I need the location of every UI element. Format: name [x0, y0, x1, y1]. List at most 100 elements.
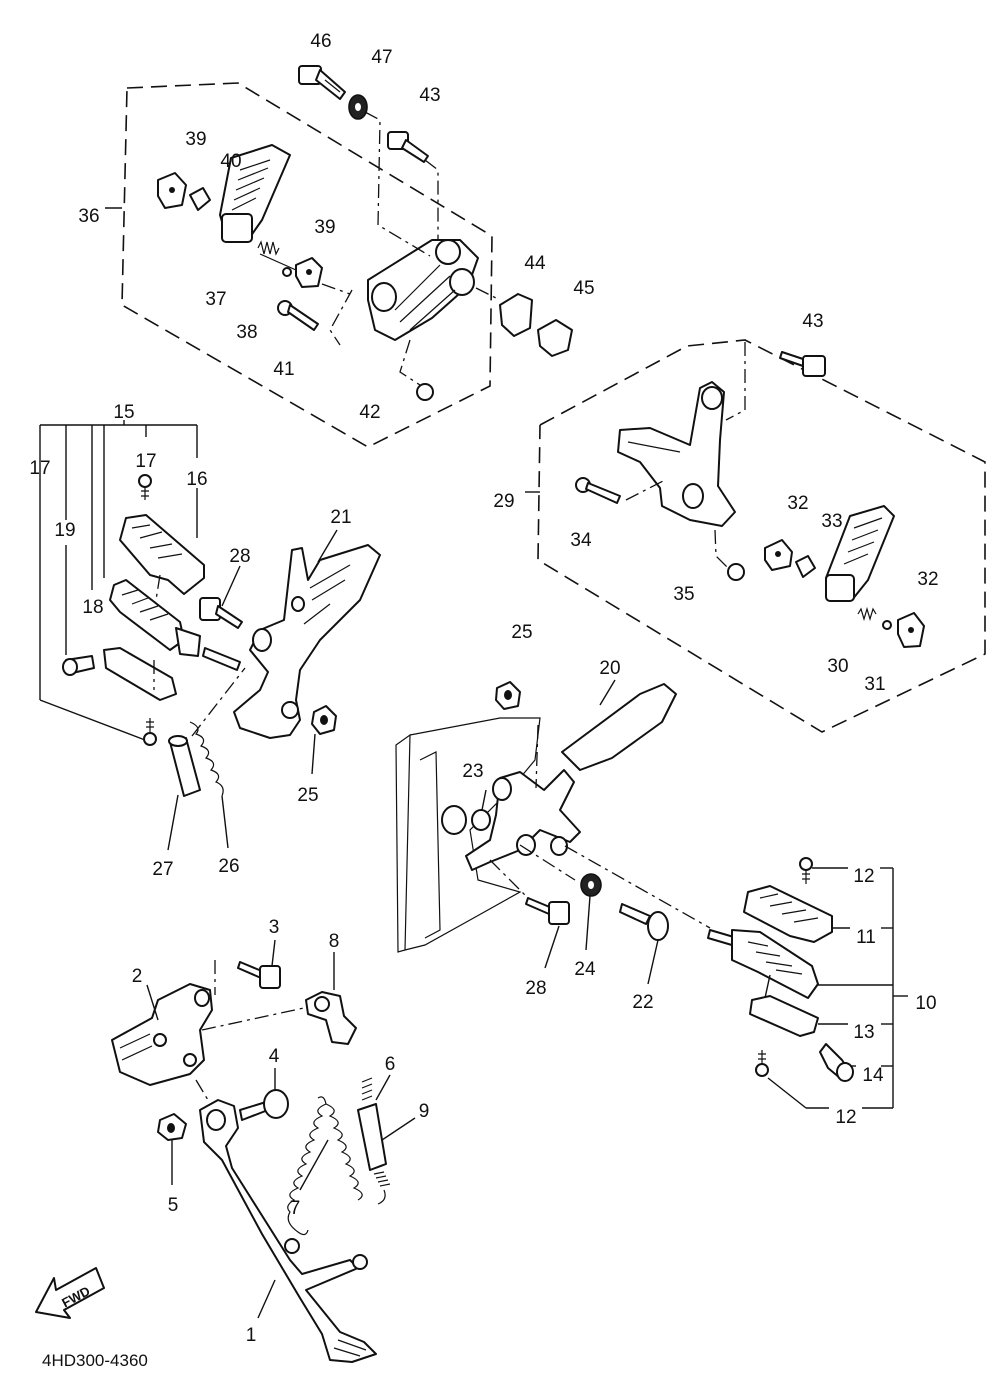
callout-15: 15 [113, 402, 134, 423]
callout-30: 30 [827, 656, 848, 677]
frame-outline [395, 717, 541, 953]
part-42-nut [416, 383, 434, 401]
part-40-damper [189, 187, 211, 211]
part-25-nut [311, 705, 337, 735]
callout-28: 28 [229, 546, 250, 567]
callout-37: 37 [205, 289, 226, 310]
callout-25: 25 [297, 785, 318, 806]
part-23-washer [471, 809, 491, 831]
part-35-nut [727, 563, 745, 581]
callout-38: 38 [236, 322, 257, 343]
part-19-base [62, 647, 177, 701]
part-39-plate [157, 172, 187, 209]
part-13-base [749, 995, 819, 1037]
part-30-spring [857, 606, 877, 622]
callout-33: 33 [821, 511, 842, 532]
callout-10: 10 [915, 993, 936, 1014]
part-41-bolt [277, 300, 319, 331]
part-20-brake-pedal [465, 683, 677, 871]
part-9-spring [357, 1077, 391, 1205]
part-8-plate [305, 991, 357, 1045]
callout-47: 47 [371, 47, 392, 68]
callout-17: 17 [29, 458, 50, 479]
callout-42: 42 [359, 402, 380, 423]
callout-16: 16 [186, 469, 207, 490]
part-18-footrest [109, 579, 241, 671]
part-7-spring [287, 1096, 363, 1236]
callout-40: 40 [220, 151, 241, 172]
part-12-screw-b [755, 1050, 769, 1077]
callout-22: 22 [632, 992, 653, 1013]
callout-14: 14 [862, 1065, 884, 1086]
callout-46: 46 [310, 31, 331, 52]
callout-4: 4 [269, 1046, 280, 1067]
fwd-arrow-icon: FWD [35, 1267, 105, 1319]
callout-20: 20 [599, 658, 620, 679]
part-47-washer [348, 94, 368, 120]
part-31-ball [882, 620, 892, 630]
part-44-collar [499, 293, 533, 337]
assembly-29-outline [525, 339, 986, 733]
callout-43: 43 [802, 311, 823, 332]
assembly-36-outline [105, 82, 493, 448]
part-24-washer [580, 873, 602, 897]
callout-29: 29 [493, 491, 514, 512]
part-46-bolt [298, 65, 346, 100]
part-22-bolt [619, 903, 669, 941]
part-bracket-29 [617, 381, 736, 527]
callout-3: 3 [269, 917, 280, 938]
part-3-bolt [237, 961, 281, 989]
callout-23: 23 [462, 761, 483, 782]
callout-27: 27 [152, 859, 173, 880]
callout-26: 26 [218, 856, 239, 877]
callout-12: 12 [853, 866, 874, 887]
callout-41: 41 [273, 359, 294, 380]
part-footrest-36 [219, 144, 291, 243]
part-bracket-36 [367, 239, 479, 341]
callout-5: 5 [168, 1195, 179, 1216]
part-16-rubber [119, 514, 205, 595]
part-11-rubber [743, 885, 833, 943]
callout-34: 34 [570, 530, 592, 551]
part-10-footrest [707, 929, 819, 999]
part-45-collar [537, 319, 573, 357]
part-footrest-29 [825, 505, 895, 602]
part-34-bolt [575, 477, 621, 504]
callout-44: 44 [524, 253, 546, 274]
callout-39: 39 [314, 217, 335, 238]
part-5-nut [157, 1113, 187, 1141]
part-1-sidestand [199, 1099, 377, 1363]
part-43-bolt [387, 131, 429, 163]
part-32-plate [764, 539, 793, 571]
callout-21: 21 [330, 507, 351, 528]
part-39-plate-b [295, 257, 323, 288]
part-14-bolt [819, 1043, 854, 1082]
callout-7: 7 [290, 1198, 301, 1219]
part-27-collar [168, 735, 201, 797]
callout-28: 28 [525, 978, 546, 999]
callout-2: 2 [132, 966, 143, 987]
part-38-ball [282, 267, 292, 277]
callout-24: 24 [574, 959, 596, 980]
group-15-bracket-lines [39, 420, 198, 741]
part-37-spring [257, 240, 280, 256]
part-12-screw [799, 857, 813, 884]
part-17-screw-b [143, 718, 157, 746]
diagram-code: 4HD300-4360 [42, 1351, 148, 1370]
part-2-bracket [111, 983, 213, 1086]
callout-45: 45 [573, 278, 594, 299]
callout-19: 19 [54, 520, 75, 541]
callout-11: 11 [856, 927, 876, 948]
callout-18: 18 [82, 597, 103, 618]
part-32-plate-b [897, 612, 925, 648]
callout-36: 36 [78, 206, 99, 227]
callout-31: 31 [864, 674, 885, 695]
callout-12: 12 [835, 1107, 856, 1128]
part-43-bolt-b [779, 351, 826, 377]
callout-35: 35 [673, 584, 694, 605]
callout-6: 6 [385, 1054, 396, 1075]
callout-8: 8 [329, 931, 340, 952]
callout-9: 9 [419, 1101, 430, 1122]
